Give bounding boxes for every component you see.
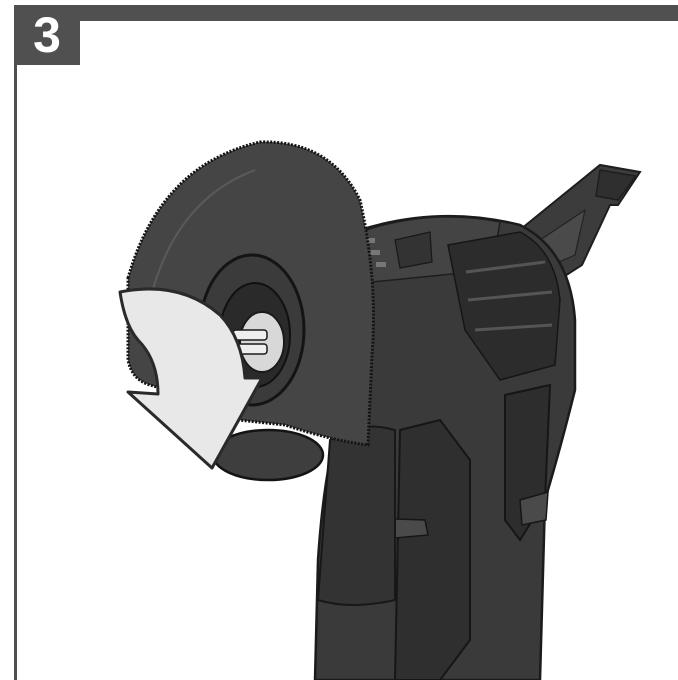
tool-body bbox=[313, 214, 577, 680]
step-number: 3 bbox=[33, 7, 61, 63]
frame-top-bar bbox=[14, 5, 678, 21]
tool-illustration bbox=[118, 140, 642, 680]
clockwise-arrow-icon bbox=[118, 287, 264, 470]
frame-left-border bbox=[14, 5, 17, 680]
step-number-badge: 3 bbox=[14, 5, 80, 65]
